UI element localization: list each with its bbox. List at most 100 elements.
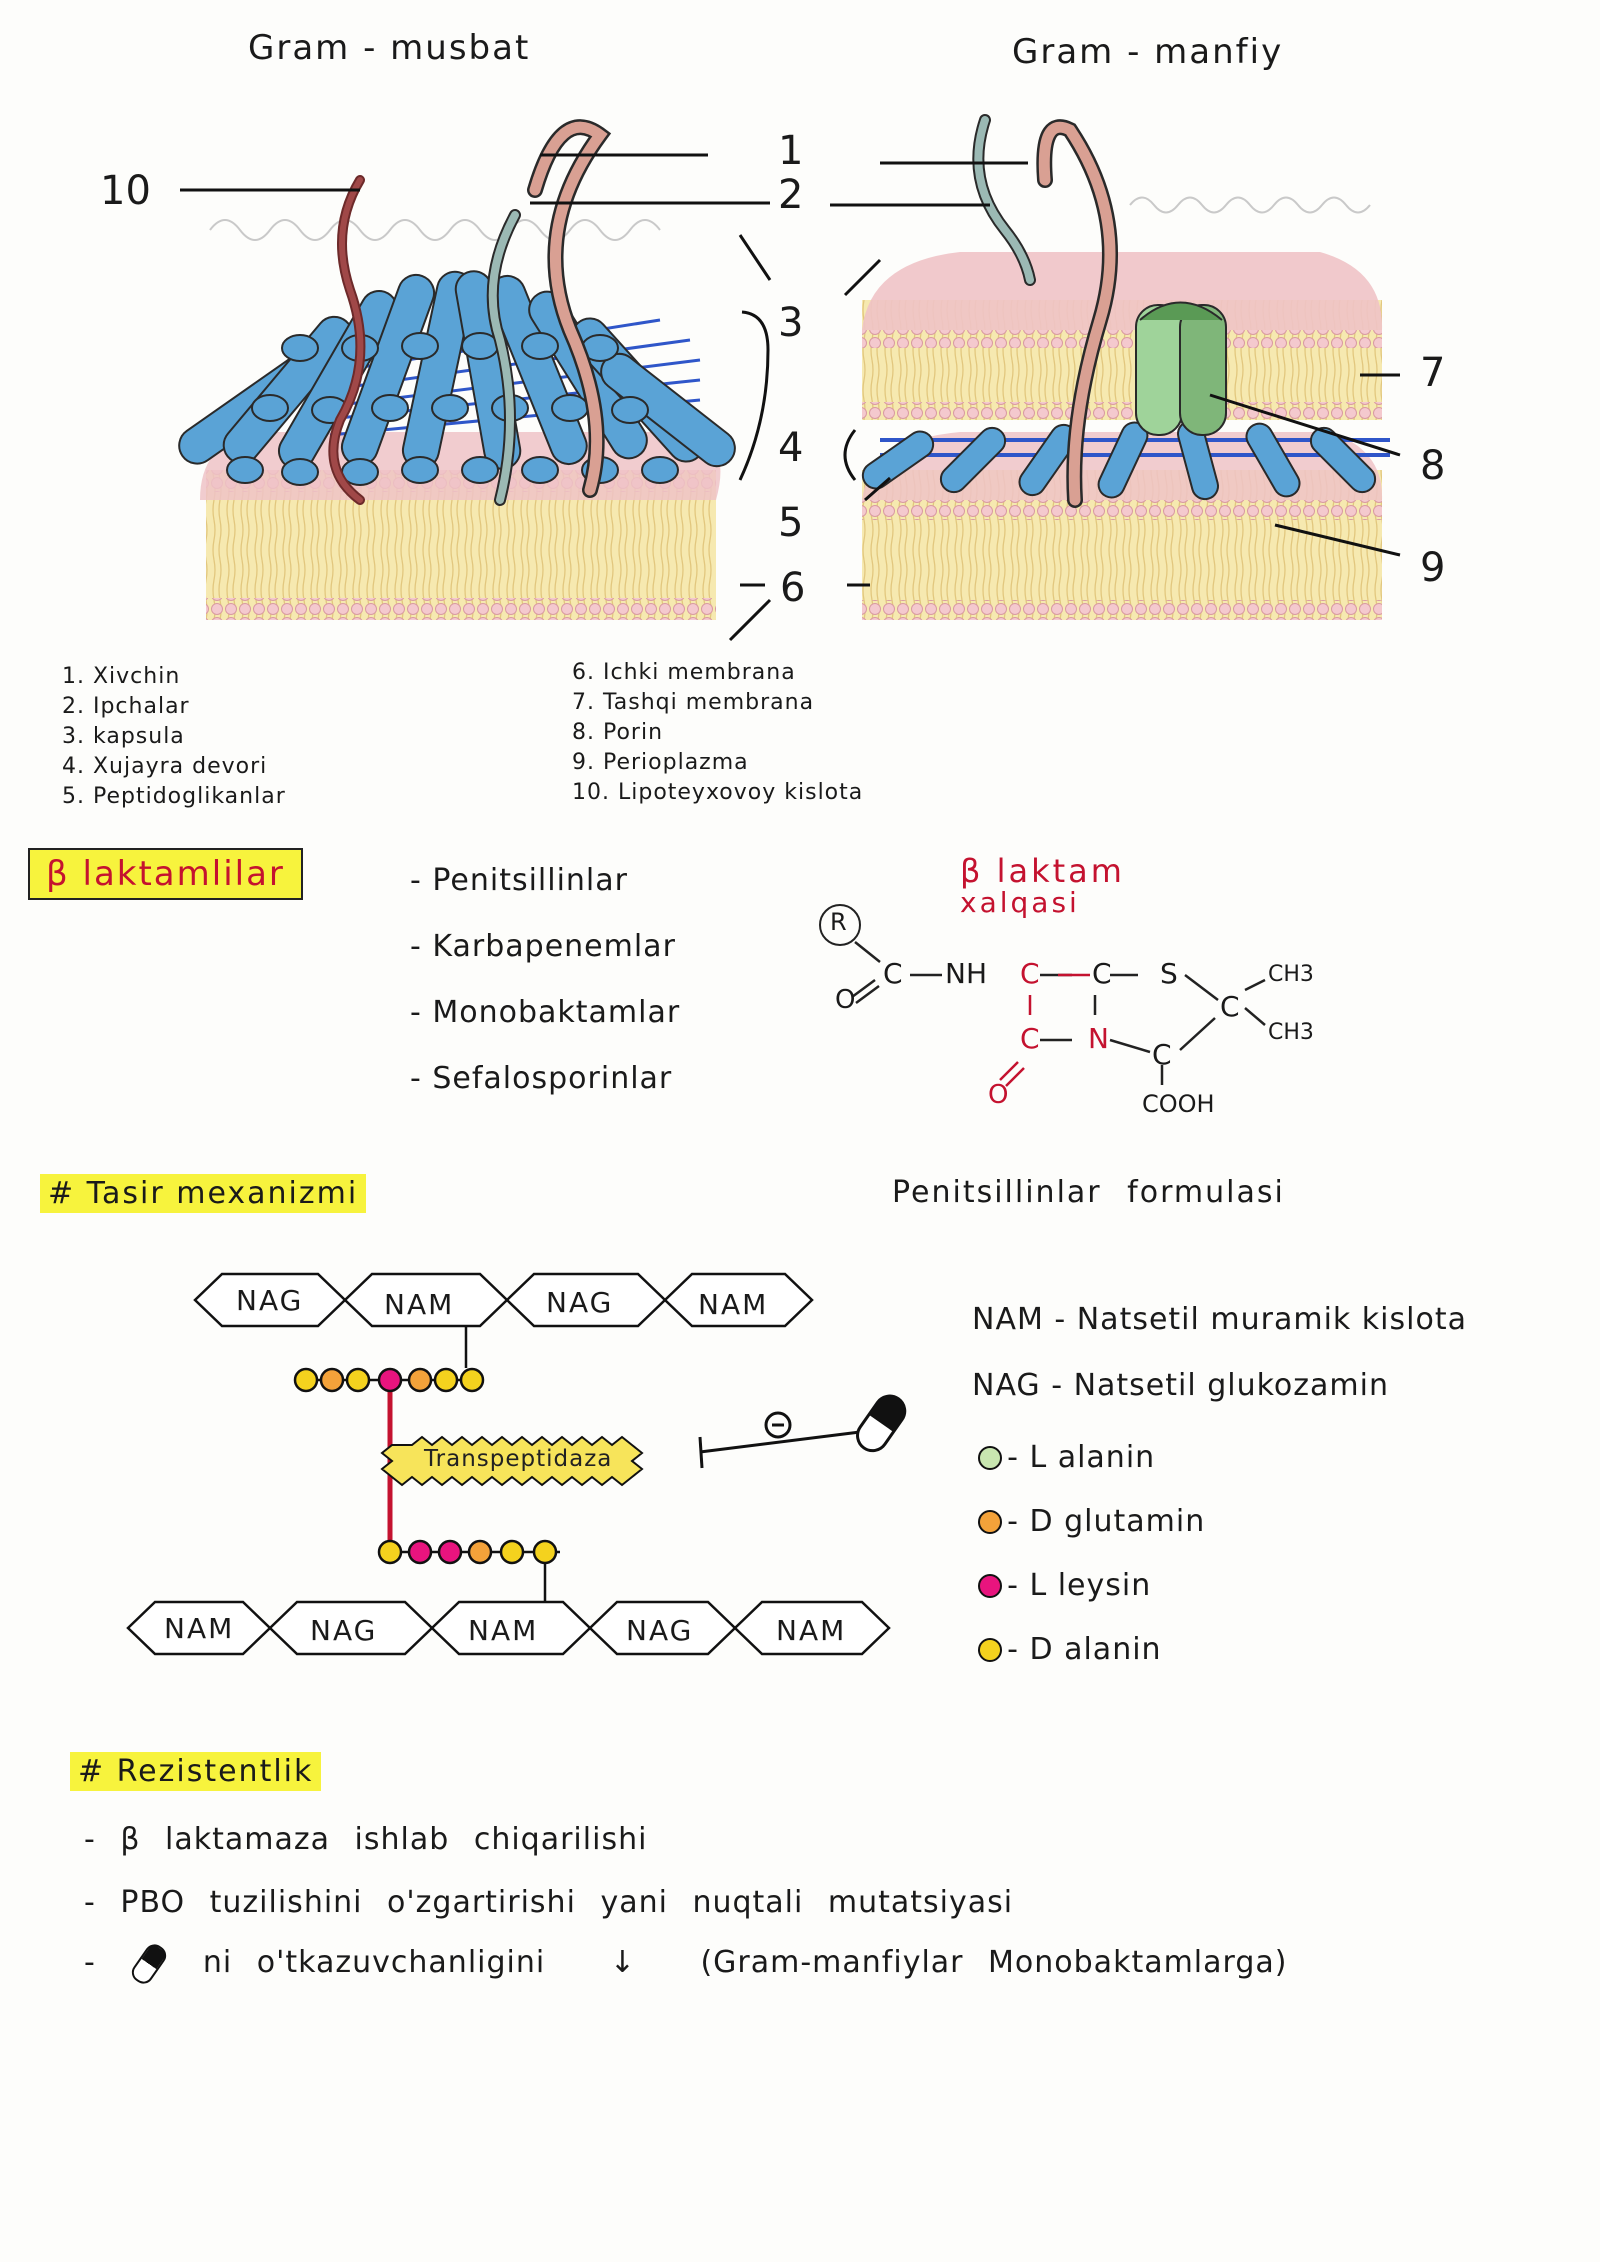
- l-leysin-dot: [978, 1573, 1002, 1598]
- legend-item-3: 3. kapsula: [62, 724, 185, 749]
- glossary-nag: NAG - Natsetil glukozamin: [972, 1368, 1389, 1403]
- callout-3: 3: [778, 300, 804, 346]
- hex-bottom-nag-1-label: NAG: [310, 1614, 378, 1647]
- bead-bottom-4: [467, 1539, 493, 1565]
- capsule-icon-inline: [128, 1939, 171, 1988]
- glossary-row-l-alanin: - L alanin: [978, 1440, 1155, 1475]
- drug-carbapenems: - Karbapenemlar: [410, 929, 676, 964]
- callout-1: 1: [778, 128, 804, 174]
- hex-top-nam-2: [663, 1272, 814, 1328]
- formula-NH: NH: [945, 957, 987, 990]
- callout-9: 9: [1420, 545, 1446, 591]
- resistance-item-3: - ni o'tkazuvchanligini ↓ (Gram-manfiyla…: [84, 1939, 1288, 1988]
- legend-item-6: 6. Ichki membrana: [572, 660, 796, 685]
- bead-bottom-2: [407, 1539, 433, 1565]
- legend-item-9: 9. Perioplazma: [572, 750, 749, 775]
- formula-O-top: O: [835, 985, 856, 1015]
- callout-5: 5: [778, 500, 804, 546]
- mechanism-heading-text: # Tasir mexanizmi: [40, 1174, 367, 1213]
- bead-bottom-6: [532, 1539, 558, 1565]
- legend-right: 6. Ichki membrana 7. Tashqi membrana 8. …: [572, 658, 863, 808]
- gram-positive-title: Gram - musbat: [248, 28, 531, 68]
- callout-2: 2: [778, 172, 804, 218]
- legend-item-7: 7. Tashqi membrana: [572, 690, 815, 715]
- callout-lines: [180, 153, 1401, 642]
- drug-monobactams: - Monobaktamlar: [410, 995, 681, 1030]
- glossary-row-d-alanin: - D alanin: [978, 1632, 1162, 1667]
- glossary-row-l-leysin: - L leysin: [978, 1568, 1151, 1603]
- d-glutamin-label: - D glutamin: [1007, 1504, 1206, 1539]
- l-alanin-dot: [978, 1445, 1002, 1470]
- callout-6: 6: [780, 565, 806, 611]
- gram-positive-wall: [178, 119, 736, 620]
- formula-C1: C: [883, 957, 903, 990]
- formula-C6: C: [1152, 1038, 1172, 1071]
- hex-bottom-nam-1-label: NAM: [164, 1612, 235, 1645]
- legend-left: 1. Xivchin 2. Ipchalar 3. kapsula 4. Xuj…: [62, 662, 286, 812]
- bead-top-2: [319, 1367, 345, 1393]
- capsule-icon: [856, 1394, 907, 1453]
- d-glutamin-dot: [978, 1509, 1002, 1534]
- l-alanin-label: - L alanin: [1007, 1440, 1156, 1475]
- formula-bonds: [819, 904, 1266, 1087]
- legend-item-8: 8. Porin: [572, 720, 664, 745]
- hex-top-nam-2-label: NAM: [698, 1288, 769, 1321]
- formula-N: N: [1088, 1022, 1109, 1055]
- legend-item-2: 2. Ipchalar: [62, 694, 190, 719]
- enzyme-box: [380, 1435, 644, 1487]
- hex-top-nag-2-label: NAG: [546, 1286, 614, 1319]
- beta-lactam-label: β laktamlilar: [28, 848, 303, 900]
- hex-top-nag-1-label: NAG: [236, 1284, 304, 1317]
- drug-cephalosporins: - Sefalosporinlar: [410, 1061, 673, 1096]
- hex-bottom-nam-3: [733, 1600, 891, 1656]
- legend-item-5: 5. Peptidoglikanlar: [62, 784, 286, 809]
- bead-top-4: [377, 1367, 403, 1393]
- bead-top-5: [407, 1367, 433, 1393]
- bead-top-3: [345, 1367, 371, 1393]
- bead-bottom-5: [499, 1539, 525, 1565]
- glossary-nam: NAM - Natsetil muramik kislota: [972, 1302, 1467, 1337]
- formula-R: R: [830, 908, 847, 936]
- resistance-item-3-text: ni o'tkazuvchanligini: [202, 1945, 546, 1980]
- resistance-item-2: - PBO tuzilishini o'zgartirishi yani nuq…: [84, 1885, 1014, 1920]
- cell-wall-diagram: [178, 114, 1401, 642]
- l-leysin-label: - L leysin: [1007, 1568, 1152, 1603]
- formula-O-bottom: O: [988, 1080, 1009, 1110]
- callout-7: 7: [1420, 350, 1446, 396]
- formula-C4: C: [1220, 990, 1240, 1023]
- formula-S: S: [1160, 957, 1178, 990]
- formula-C3: C: [1092, 957, 1112, 990]
- resistance-heading-text: # Rezistentlik: [70, 1752, 322, 1791]
- formula-caption: Penitsillinlar formulasi: [892, 1175, 1285, 1210]
- legend-item-1: 1. Xivchin: [62, 664, 181, 689]
- drug-list: - Penitsillinlar - Karbapenemlar - Monob…: [410, 848, 680, 1112]
- hex-bottom-nag-2-label: NAG: [626, 1614, 694, 1647]
- callout-8: 8: [1420, 443, 1446, 489]
- legend-item-4: 4. Xujayra devori: [62, 754, 268, 779]
- formula-COOH: COOH: [1142, 1090, 1215, 1118]
- formula-C5: C: [1020, 1022, 1040, 1055]
- formula-CH3-b: CH3: [1268, 1020, 1314, 1045]
- bead-bottom-3: [437, 1539, 463, 1565]
- bead-top-6: [433, 1367, 459, 1393]
- gram-negative-title: Gram - manfiy: [1012, 32, 1284, 72]
- glossary-row-d-glutamin: - D glutamin: [978, 1504, 1205, 1539]
- callout-10: 10: [100, 168, 151, 214]
- callout-4: 4: [778, 425, 804, 471]
- resistance-heading: # Rezistentlik: [70, 1752, 322, 1791]
- ring-title-1: β laktam: [960, 852, 1125, 890]
- d-alanin-label: - D alanin: [1007, 1632, 1162, 1667]
- resistance-item-3-note: (Gram-manfiylar Monobaktamlarga): [700, 1945, 1288, 1980]
- d-alanin-dot: [978, 1637, 1002, 1662]
- enzyme-label: Transpeptidaza: [424, 1446, 613, 1472]
- resistance-item-3-dash: -: [84, 1945, 121, 1980]
- legend-item-10: 10. Lipoteyxovoy kislota: [572, 780, 864, 805]
- ring-title-2: xalqasi: [960, 886, 1080, 919]
- formula-CH3-a: CH3: [1268, 962, 1314, 987]
- bead-bottom-1: [377, 1539, 403, 1565]
- bead-top-7: [459, 1367, 485, 1393]
- resistance-item-1: - β laktamaza ishlab chiqarilishi: [84, 1822, 648, 1857]
- mechanism-heading: # Tasir mexanizmi: [40, 1174, 367, 1213]
- hex-bottom-nam-3-label: NAM: [776, 1614, 847, 1647]
